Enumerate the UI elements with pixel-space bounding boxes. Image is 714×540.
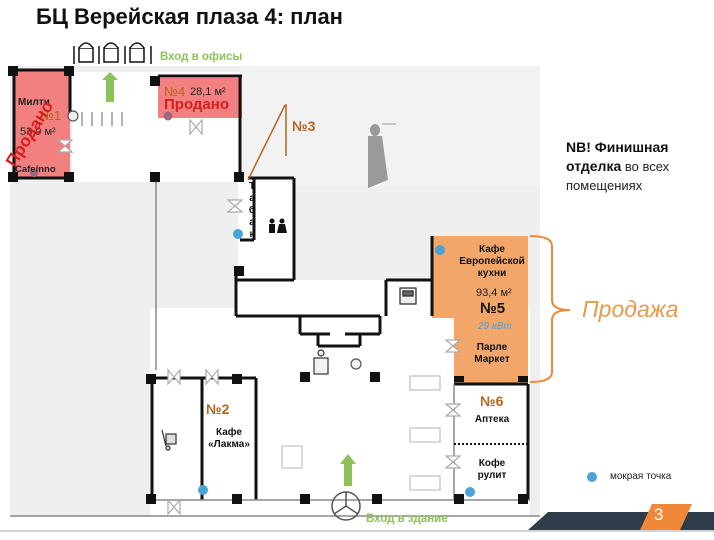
unit-5-area: 93,4 м²: [476, 287, 512, 299]
page-badge: [640, 504, 692, 530]
outer-thin-walls: [10, 182, 540, 517]
unit-2-tenant-line: «Лакма»: [208, 439, 250, 450]
security-guard-icon: [67, 110, 362, 370]
sale-label: Продажа: [582, 296, 679, 322]
tabak-letter: б: [248, 205, 256, 216]
unit-6[interactable]: [454, 384, 528, 500]
note-bold: NB! Финишная: [566, 139, 669, 155]
reception-desk-icon: [313, 349, 329, 375]
tabak-letter: к: [249, 229, 255, 240]
unit-4-number: №4: [164, 84, 186, 99]
unit-5-number: №5: [480, 300, 506, 317]
unit-2-number: №2: [206, 401, 230, 417]
unit-2-tenant: Кафе «Лакма»: [202, 427, 256, 451]
green-arrow-up-icon: [102, 72, 356, 486]
tabak-letter: а: [249, 193, 255, 204]
unit-4[interactable]: [158, 78, 242, 118]
building-entrance-label: Вход в здание: [366, 513, 448, 525]
unit-6-tenant-2: Кофе рулит: [454, 458, 530, 482]
unit-5-tenant-2-line: Маркет: [474, 354, 510, 365]
wc-icon: [269, 218, 287, 233]
unit-6-tenant-1: Аптека: [474, 414, 510, 425]
unit-2-tenant-line: Кафе: [216, 427, 242, 438]
unit-5-tenant-1-line: кухни: [477, 268, 507, 279]
statue-icon: [368, 123, 396, 188]
cart-icon: [161, 429, 177, 451]
tabak-letter: а: [249, 217, 255, 228]
revolving-door-icon: [331, 491, 361, 521]
page-title: БЦ Верейская плаза 4: план: [36, 4, 343, 29]
unit-1[interactable]: [14, 70, 70, 178]
offices-entrance-label: Вход в офисы: [160, 51, 243, 63]
note-rest-2: помещениях: [566, 178, 643, 193]
unit-1-area: 53,9 м²: [20, 126, 56, 138]
door-icon: [56, 118, 462, 516]
atm-icon: [399, 287, 417, 305]
unit-3-number: №3: [292, 118, 316, 134]
unit-5-tenant-1-line: Кафе: [479, 244, 505, 255]
turnstile-rails: [81, 112, 123, 126]
unit-5-power: 29 кВт: [478, 321, 512, 332]
legend-wet-point: мокрая точка: [610, 471, 672, 482]
unit-1-number: №1: [40, 108, 62, 123]
walls: [12, 68, 530, 500]
unit-4-area: 28,1 м²: [190, 86, 226, 98]
unit-1-tenant-2: Cafeinno: [15, 164, 56, 175]
sale-bracket: [529, 235, 571, 383]
unit-6-tenant-2-line: Кофе: [478, 458, 506, 469]
turnstile-icon: [73, 42, 152, 64]
wet-point-icon: [30, 111, 597, 497]
unit-5-tenant-1: Кафе Европейской кухни: [454, 244, 530, 280]
unit-5-tenant-2-line: Парле: [476, 342, 508, 353]
unit-4-status: Продано: [164, 96, 229, 113]
tabak-letter: Т: [248, 181, 256, 192]
finishing-note: NB! Финишная отделка во всех помещениях: [566, 138, 669, 195]
note-rest: во всех: [624, 159, 670, 174]
unit-5-tenant-2: Парле Маркет: [454, 342, 530, 366]
page-number: 3: [654, 505, 664, 524]
unit-6-tenant-2-line: рулит: [477, 470, 507, 481]
table-icon: [281, 375, 441, 491]
unit-3-tenant: Т а б а к: [246, 181, 258, 241]
unit-3-pointer: [247, 104, 287, 181]
columns: [8, 66, 528, 504]
note-bold-2: отделка: [566, 158, 622, 174]
unit-1-tenant-1: Милти: [18, 97, 50, 108]
unit-5-tenant-1-line: Европейской: [459, 256, 525, 267]
unit-6-number: №6: [480, 393, 504, 409]
